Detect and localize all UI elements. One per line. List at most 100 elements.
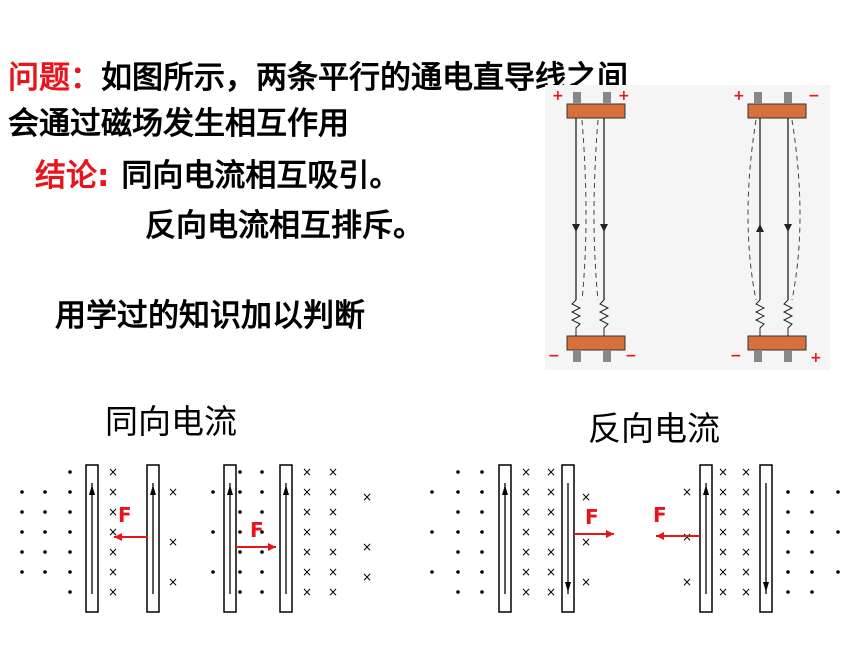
field-dot	[836, 530, 840, 534]
current-arrow-up	[283, 485, 289, 495]
field-cross: ×	[521, 505, 531, 519]
field-dot	[68, 510, 72, 514]
field-cross: ×	[302, 505, 312, 519]
field-dot	[260, 510, 264, 514]
field-cross: ×	[108, 545, 118, 559]
field-dot	[43, 550, 47, 554]
force-arrow-head	[606, 530, 614, 538]
field-cross: ×	[108, 585, 118, 599]
current-arrow-up	[89, 485, 95, 495]
terminal	[603, 92, 611, 104]
field-cross: ×	[108, 485, 118, 499]
field-cross: ×	[362, 490, 372, 504]
current-arrow-up	[150, 485, 156, 495]
bottom-bar	[747, 335, 807, 351]
field-cross: ×	[302, 525, 312, 539]
question-label: 问题：	[8, 60, 101, 96]
force-label: F	[653, 503, 667, 527]
polarity: +	[552, 88, 564, 104]
current-arrow-down	[600, 224, 608, 232]
field-dot	[260, 470, 264, 474]
field-cross: ×	[546, 565, 556, 579]
polarity: +	[618, 88, 630, 104]
field-cross: ×	[328, 545, 338, 559]
field-cross: ×	[168, 535, 178, 549]
spring	[570, 299, 582, 336]
field-dot	[786, 590, 790, 594]
spring	[598, 299, 610, 336]
conclusion-same: 同向电流相互吸引。	[121, 158, 401, 194]
field-dot	[260, 530, 264, 534]
field-dot	[810, 550, 814, 554]
field-dot	[260, 550, 264, 554]
conclusion-opposite: 反向电流相互排斥。	[145, 208, 424, 244]
field-cross: ×	[168, 575, 178, 589]
field-dot	[836, 490, 840, 494]
polarity: +	[810, 350, 822, 366]
field-dot	[68, 550, 72, 554]
field-dot	[480, 530, 484, 534]
terminal	[573, 92, 581, 104]
top-bar	[566, 103, 626, 119]
field-cross: ×	[546, 485, 556, 499]
current-arrow-up	[502, 485, 508, 495]
field-dot	[456, 570, 460, 574]
field-cross: ×	[328, 565, 338, 579]
field-dot	[430, 570, 434, 574]
field-dot	[786, 510, 790, 514]
field-cross: ×	[718, 545, 728, 559]
field-cross: ×	[302, 485, 312, 499]
field-dot	[456, 590, 460, 594]
terminal	[784, 92, 792, 104]
field-dot	[20, 570, 24, 574]
field-cross: ×	[718, 505, 728, 519]
spring	[782, 299, 794, 336]
polarity: −	[548, 348, 560, 364]
field-cross: ×	[521, 465, 531, 479]
force-arrow-head	[656, 532, 664, 540]
field-cross: ×	[718, 565, 728, 579]
field-cross: ×	[108, 465, 118, 479]
field-dot	[786, 490, 790, 494]
terminal	[754, 350, 762, 362]
field-dot	[238, 470, 242, 474]
field-cross: ×	[328, 485, 338, 499]
field-dot	[68, 490, 72, 494]
field-dot	[480, 550, 484, 554]
prompt-text: 用学过的知识加以判断	[55, 298, 365, 334]
field-dot	[238, 570, 242, 574]
field-dot	[43, 490, 47, 494]
field-cross: ×	[546, 505, 556, 519]
field-dot	[20, 550, 24, 554]
field-cross: ×	[581, 490, 591, 504]
field-cross: ×	[302, 565, 312, 579]
conclusion-label: 结论:	[35, 158, 110, 194]
field-dot	[480, 570, 484, 574]
field-dot	[480, 590, 484, 594]
field-dot	[456, 510, 460, 514]
field-dot	[456, 470, 460, 474]
field-cross: ×	[362, 570, 372, 584]
top-bar	[747, 103, 807, 119]
field-dot	[238, 550, 242, 554]
field-dot	[211, 570, 215, 574]
field-dot	[456, 550, 460, 554]
field-dot	[211, 490, 215, 494]
polarity: −	[808, 88, 820, 104]
field-dot	[810, 530, 814, 534]
field-dot	[238, 530, 242, 534]
terminal	[603, 350, 611, 362]
field-cross: ×	[718, 485, 728, 499]
field-dot	[68, 530, 72, 534]
field-cross: ×	[546, 545, 556, 559]
question-line-1: 问题：如图所示，两条平行的通电直导线之间	[8, 52, 628, 97]
field-dot	[20, 490, 24, 494]
field-cross: ×	[682, 575, 692, 589]
current-arrow-up	[756, 224, 764, 232]
field-cross: ×	[521, 485, 531, 499]
field-dot	[480, 490, 484, 494]
field-dot	[260, 590, 264, 594]
field-dot	[238, 490, 242, 494]
field-cross: ×	[546, 525, 556, 539]
